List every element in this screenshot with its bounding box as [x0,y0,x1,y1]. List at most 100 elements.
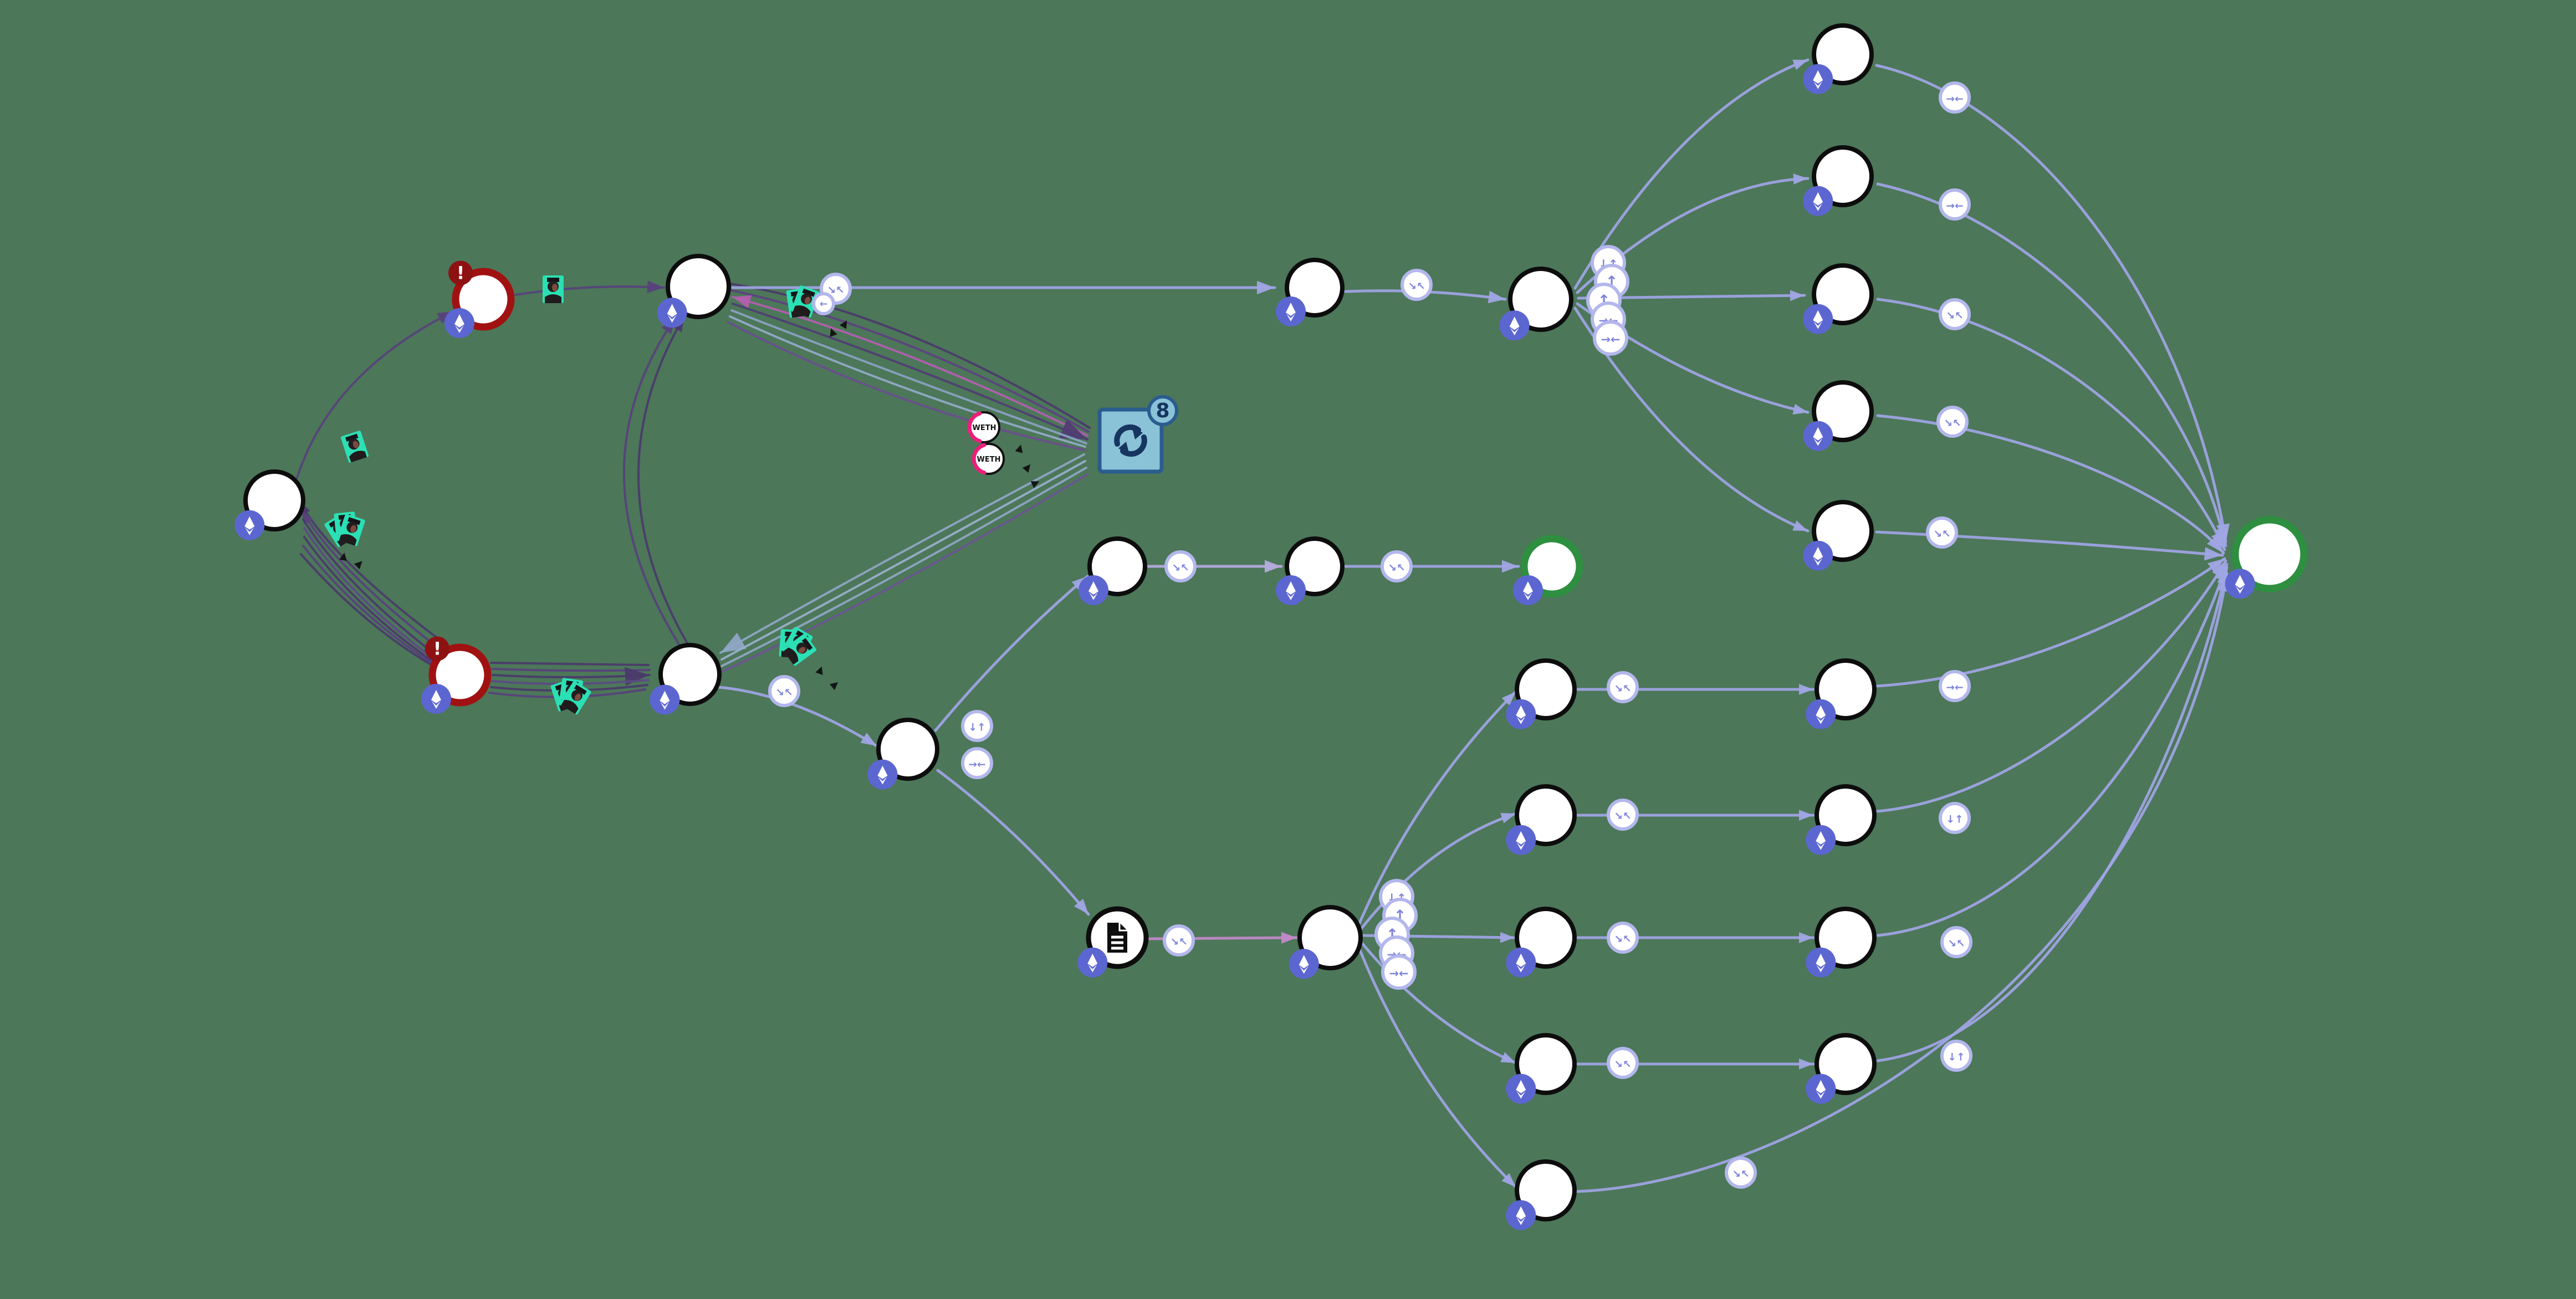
nft-transfer-icon[interactable] [323,509,369,550]
edge-expand-badge[interactable]: ↘↖ [1940,926,1972,958]
node-wallet-top-right-3[interactable] [1803,263,1874,334]
edge-expand-badge[interactable]: ↘↖ [1926,516,1958,549]
transfer-edge[interactable] [300,509,440,650]
transfer-edge[interactable] [1357,690,1517,926]
node-wallet-top-right-1[interactable] [1803,23,1874,94]
edge-expand-badge[interactable]: ↘↖ [1607,671,1639,703]
node-wallet-bottom-right-3[interactable] [1806,907,1877,978]
transfer-edge[interactable] [1359,812,1517,930]
transfer-edge[interactable] [729,283,1091,429]
edge-expand-badge[interactable]: ↘↖ [1939,298,1971,330]
edge-expand-badge[interactable]: ↘↖ [1401,269,1433,301]
transfer-edge[interactable] [717,686,878,748]
nft-transfer-icon[interactable] [780,282,820,323]
edge-expand-badge[interactable]: ↘↖ [1164,550,1197,582]
transfer-edge[interactable] [302,545,450,675]
node-wallet-bottom-right-4[interactable] [1806,1033,1877,1104]
edge-expand-badge[interactable]: ↘↖ [1725,1157,1757,1189]
transfer-edge[interactable] [730,309,1087,444]
node-wallet-hub-bottom[interactable] [650,643,722,715]
node-wallet-verified-mid[interactable] [1513,535,1583,605]
transfer-edge[interactable] [1357,946,1517,1189]
transfer-edge[interactable] [719,473,1088,673]
transfer-edge[interactable] [1875,559,2227,813]
edge-expand-badge[interactable]: →← [1939,81,1971,114]
transfer-edge[interactable] [729,315,1086,448]
nft-transfer-icon[interactable] [543,275,564,303]
nft-transfer-icon[interactable] [768,621,822,672]
transfer-edge[interactable] [1876,562,2229,937]
node-wallet-bottom-row-3[interactable] [1506,907,1577,978]
node-wallet-hub-top[interactable] [657,254,731,328]
node-wallet-top-fanout[interactable] [1499,267,1573,341]
node-wallet-top-right-4[interactable] [1803,380,1874,451]
edge-expand-badge[interactable]: ↘↖ [1381,550,1413,582]
transfer-edge[interactable] [296,310,454,479]
transfer-edge[interactable] [302,518,438,657]
edge-expand-badge[interactable]: ↓↑ [961,710,993,742]
transfer-edge[interactable] [1876,566,2229,1062]
node-wallet-bottom-row-1[interactable] [1506,658,1577,729]
transfer-edge[interactable] [720,460,1086,661]
node-wallet-bottom-row-4[interactable] [1506,1033,1577,1104]
node-wallet-verified-sink[interactable] [2225,516,2308,599]
transfer-edge[interactable] [720,467,1087,667]
node-wallet-flagged-bottom[interactable]: ! [421,636,492,714]
node-wallet-flagged-top[interactable]: ! [444,260,515,339]
edge-expand-badge[interactable]: ↓↑ [1939,802,1971,834]
edge-expand-badge[interactable]: ↘↖ [1936,406,1969,438]
eth-chain-icon [1806,947,1836,978]
edge-expand-badge[interactable]: ↘↖ [768,675,800,707]
nft-transfer-icon[interactable] [340,430,369,463]
transfer-edge[interactable] [732,303,1088,441]
weth-transfer-icon[interactable]: WETH [972,443,1005,475]
node-wallet-bottom-row-2[interactable] [1506,784,1577,855]
node-wallet-source-left[interactable] [234,469,305,540]
edge-expand-badge[interactable]: →← [1381,954,1417,990]
transfer-edge[interactable] [298,500,443,643]
transfer-edge[interactable] [623,317,681,646]
edge-expand-badge[interactable]: ↘↖ [1607,799,1639,831]
node-wallet-mid-2[interactable] [1276,536,1345,605]
node-wallet-bottom-right-1[interactable] [1806,658,1877,729]
transfer-edge[interactable] [934,575,1089,732]
nft-transfer-icon[interactable] [548,677,593,717]
edge-expand-badge[interactable]: →← [1939,670,1971,702]
edge-expand-badge[interactable]: →← [1593,320,1628,356]
edge-expand-badge[interactable]: ↘↖ [1607,1047,1639,1079]
transfer-edge[interactable] [1875,64,2227,544]
node-swap-contract[interactable]: 8 [1097,395,1178,474]
edges-layer [296,58,2231,1193]
transfer-edge[interactable] [1359,940,1517,1065]
transfer-edge[interactable] [1573,58,1810,290]
node-wallet-top-right-2[interactable] [1803,145,1874,216]
node-wallet-bottom-right-2[interactable] [1806,784,1877,855]
edge-expand-badge[interactable]: ↘↖ [1163,924,1195,957]
transfer-edge[interactable] [936,769,1090,916]
node-wallet-split[interactable] [867,718,939,790]
edge-expand-badge[interactable]: →← [1939,188,1971,221]
node-wallet-mid-1[interactable] [1079,536,1147,605]
transfer-edge[interactable] [1875,530,2224,557]
transfer-edge[interactable] [732,296,1088,437]
node-wallet-top-relay[interactable] [1276,258,1345,326]
node-wallet-bottom-fanout[interactable] [1289,905,1363,979]
transfer-edge[interactable] [1875,557,2226,688]
transfer-edge[interactable] [637,315,690,647]
transfer-edge[interactable] [490,662,650,666]
edge-expand-badge[interactable]: →← [961,747,993,779]
transfer-edge[interactable] [719,453,1085,654]
edge-expand-badge[interactable]: ↘↖ [1607,922,1639,954]
transfer-edge[interactable] [727,321,1085,451]
node-contract-doc[interactable] [1077,906,1149,978]
node-wallet-bottom-row-5[interactable] [1506,1159,1577,1230]
transfer-edge[interactable] [303,527,440,664]
node-wallet-top-right-5[interactable] [1803,500,1874,571]
edge-expand-badge[interactable]: ← [812,292,835,315]
transfer-edge[interactable] [1575,572,2229,1193]
weth-transfer-icon[interactable]: WETH [967,411,1000,443]
edge-expand-badge[interactable]: ↓↑ [1940,1040,1972,1072]
transfer-edge[interactable] [514,285,665,296]
transfer-edge[interactable] [303,536,444,670]
transfer-edge[interactable] [730,289,1090,433]
